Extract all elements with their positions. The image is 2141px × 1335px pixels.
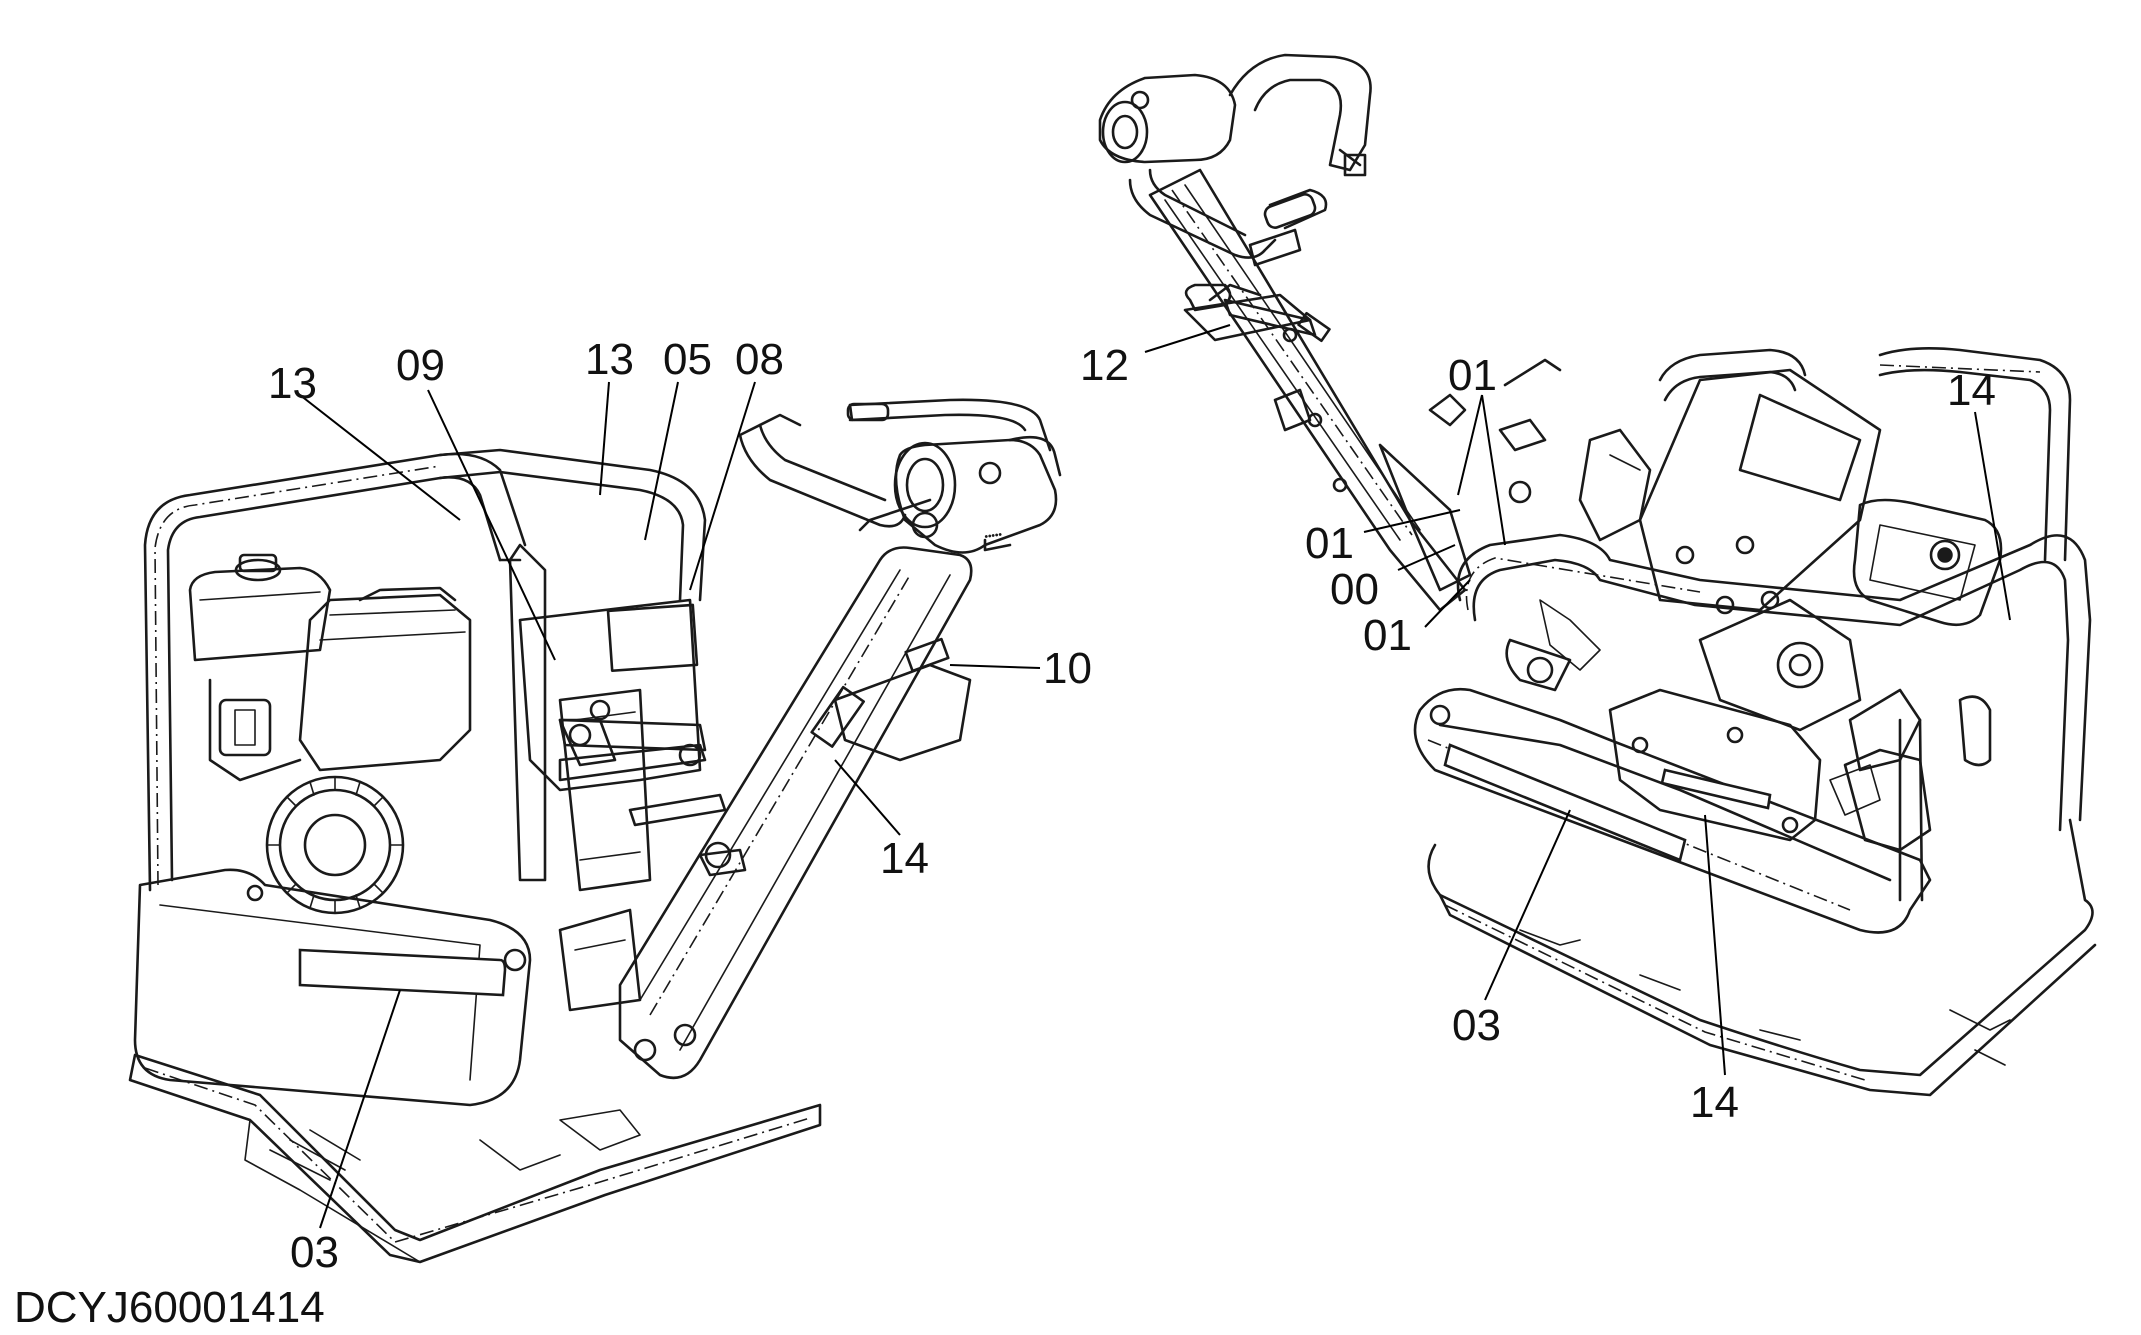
leader-14-right-top — [1974, 411, 2011, 621]
right-engine-internals — [1505, 598, 1992, 816]
callout-01-top: 01 — [1448, 351, 1497, 400]
callout-14-right-bottom: 14 — [1690, 1078, 1739, 1127]
leader-13-a — [299, 394, 461, 521]
callout-05: 05 — [663, 335, 712, 384]
callout-14-left: 14 — [880, 834, 929, 883]
drawing-id: DCYJ60001414 — [14, 1283, 325, 1332]
leader-00 — [1397, 544, 1456, 571]
left-engine — [208, 586, 472, 782]
leader-01-top-b — [1481, 394, 1506, 546]
callout-13-left-b: 13 — [585, 335, 634, 384]
right-roll-cage — [1456, 347, 2092, 902]
callout-13-left-a: 13 — [268, 359, 317, 408]
right-front-guard — [1413, 687, 1932, 934]
leader-01-mid — [1363, 509, 1461, 533]
callout-10: 10 — [1043, 644, 1092, 693]
callout-12: 12 — [1080, 341, 1129, 390]
left-linkage — [558, 718, 747, 1062]
left-handlebar — [738, 398, 1062, 528]
callout-03-right: 03 — [1452, 1001, 1501, 1050]
leader-09 — [427, 389, 556, 661]
leader-10 — [949, 664, 1041, 669]
callout-03-left: 03 — [290, 1228, 339, 1277]
callout-14-right-top: 14 — [1947, 366, 1996, 415]
leader-12 — [1144, 324, 1231, 353]
right-handlebar — [1098, 53, 1372, 337]
leader-03-right — [1484, 809, 1571, 1001]
leader-05 — [644, 381, 679, 541]
callout-01-low: 01 — [1363, 611, 1412, 660]
right-engine-shroud — [1608, 688, 1822, 842]
left-roll-cage — [143, 448, 707, 892]
left-belt-guard — [133, 868, 532, 1107]
leader-13-b — [599, 381, 610, 496]
leader-01-low — [1424, 579, 1471, 628]
callout-08: 08 — [735, 335, 784, 384]
left-fuel-tank — [188, 553, 332, 662]
left-recoil-starter — [265, 775, 405, 915]
right-base-plate — [1427, 818, 2097, 1097]
leader-14-left — [834, 759, 901, 836]
left-compactor-view: ••••• — [128, 398, 1062, 1264]
callout-01-mid: 01 — [1305, 519, 1354, 568]
left-handle: ••••• — [618, 438, 1058, 1080]
left-side-panels — [518, 598, 707, 892]
right-engine-top — [1578, 368, 2003, 627]
leader-01-top-a — [1457, 394, 1483, 496]
left-base-plate — [128, 1053, 822, 1264]
leader-08 — [689, 381, 756, 591]
leader-lines — [299, 324, 2011, 1229]
callout-09: 09 — [396, 341, 445, 390]
callout-00: 00 — [1330, 565, 1379, 614]
svg-text:•••••: ••••• — [984, 530, 1003, 543]
right-compactor-view — [1098, 53, 2097, 1097]
leader-14-right-bottom — [1704, 814, 1726, 1076]
leader-03-left — [319, 989, 401, 1229]
callout-labels: 13 09 13 05 08 10 14 03 12 01 01 00 01 1… — [268, 335, 1996, 1277]
